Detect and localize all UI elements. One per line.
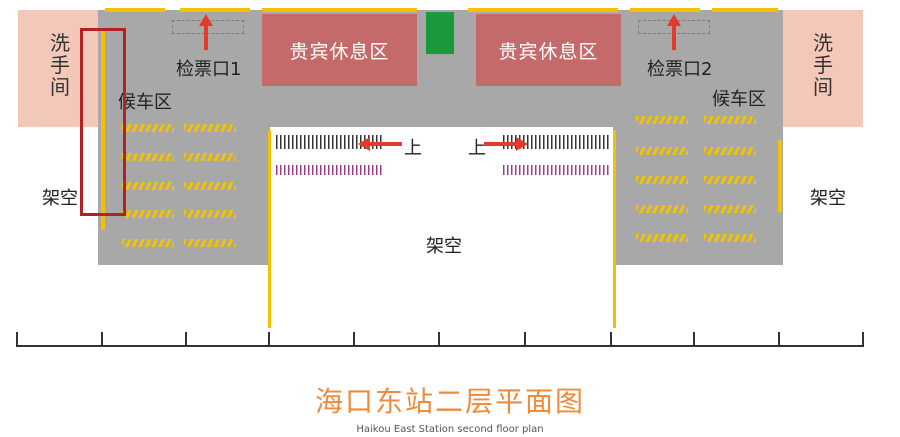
seat-row: [636, 116, 688, 124]
seat-row: [184, 239, 236, 247]
baseline-tick: [610, 332, 612, 346]
seat-row: [184, 124, 236, 132]
map-subtitle: Haikou East Station second floor plan: [356, 424, 544, 435]
seat-row: [122, 153, 174, 161]
map-title: 海口东站二层平面图: [314, 385, 585, 418]
stair-up-right-label: 上: [468, 138, 486, 159]
top-edge-bar: [180, 8, 250, 12]
edge-bar-center-right: [613, 130, 616, 328]
seat-row: [636, 147, 688, 155]
green-marker: [426, 12, 454, 54]
top-edge-bar: [712, 8, 778, 12]
baseline-tick: [16, 332, 18, 346]
staircase-right: [503, 135, 611, 149]
open-area-center-label: 架空: [426, 236, 462, 257]
baseline-tick: [101, 332, 103, 346]
arrow-left-icon: [358, 137, 402, 151]
baseline-tick: [778, 332, 780, 346]
waiting-area-left-label: 候车区: [118, 92, 172, 113]
escalator-left: [276, 165, 384, 175]
seat-row: [122, 239, 174, 247]
top-edge-bar: [630, 8, 700, 12]
baseline-tick: [524, 332, 526, 346]
seat-row: [704, 234, 756, 242]
highlight-box: [80, 28, 126, 216]
seat-row: [704, 116, 756, 124]
restroom-left-label: 洗手间: [50, 31, 70, 99]
escalator-right: [503, 165, 611, 175]
seat-row: [122, 124, 174, 132]
seat-row: [636, 234, 688, 242]
waiting-area-right-label: 候车区: [712, 89, 766, 110]
gate-2-label: 检票口2: [647, 59, 713, 80]
gate-1-label: 检票口1: [176, 59, 242, 80]
seat-row: [704, 176, 756, 184]
restroom-right: [783, 10, 863, 127]
staircase-left: [276, 135, 384, 149]
open-area-right-label: 架空: [810, 188, 846, 209]
baseline-tick: [353, 332, 355, 346]
seat-row: [704, 205, 756, 213]
floor-baseline: [16, 345, 864, 347]
seat-row: [122, 210, 174, 218]
edge-bar-center-left: [268, 130, 271, 328]
top-edge-bar: [262, 8, 417, 12]
vip-lounge-right: 贵宾休息区: [476, 14, 621, 86]
seat-row: [704, 147, 756, 155]
seat-row: [184, 182, 236, 190]
vip-lounge-left: 贵宾休息区: [262, 14, 417, 86]
seat-row: [636, 205, 688, 213]
seat-row: [122, 182, 174, 190]
arrow-up-icon: [199, 14, 213, 50]
seat-row: [184, 210, 236, 218]
open-area-left-label: 架空: [42, 188, 78, 209]
restroom-right-label: 洗手间: [813, 31, 833, 99]
top-edge-bar: [468, 8, 618, 12]
edge-bar-left: [101, 30, 105, 230]
baseline-tick: [438, 332, 440, 346]
arrow-right-icon: [484, 137, 528, 151]
baseline-tick: [268, 332, 270, 346]
seat-row: [636, 176, 688, 184]
arrow-up-icon: [667, 14, 681, 50]
baseline-tick: [693, 332, 695, 346]
seat-row: [184, 153, 236, 161]
edge-bar-right: [778, 140, 782, 212]
baseline-tick: [862, 332, 864, 346]
top-edge-bar: [105, 8, 165, 12]
baseline-tick: [185, 332, 187, 346]
stair-up-left-label: 上: [404, 138, 422, 159]
